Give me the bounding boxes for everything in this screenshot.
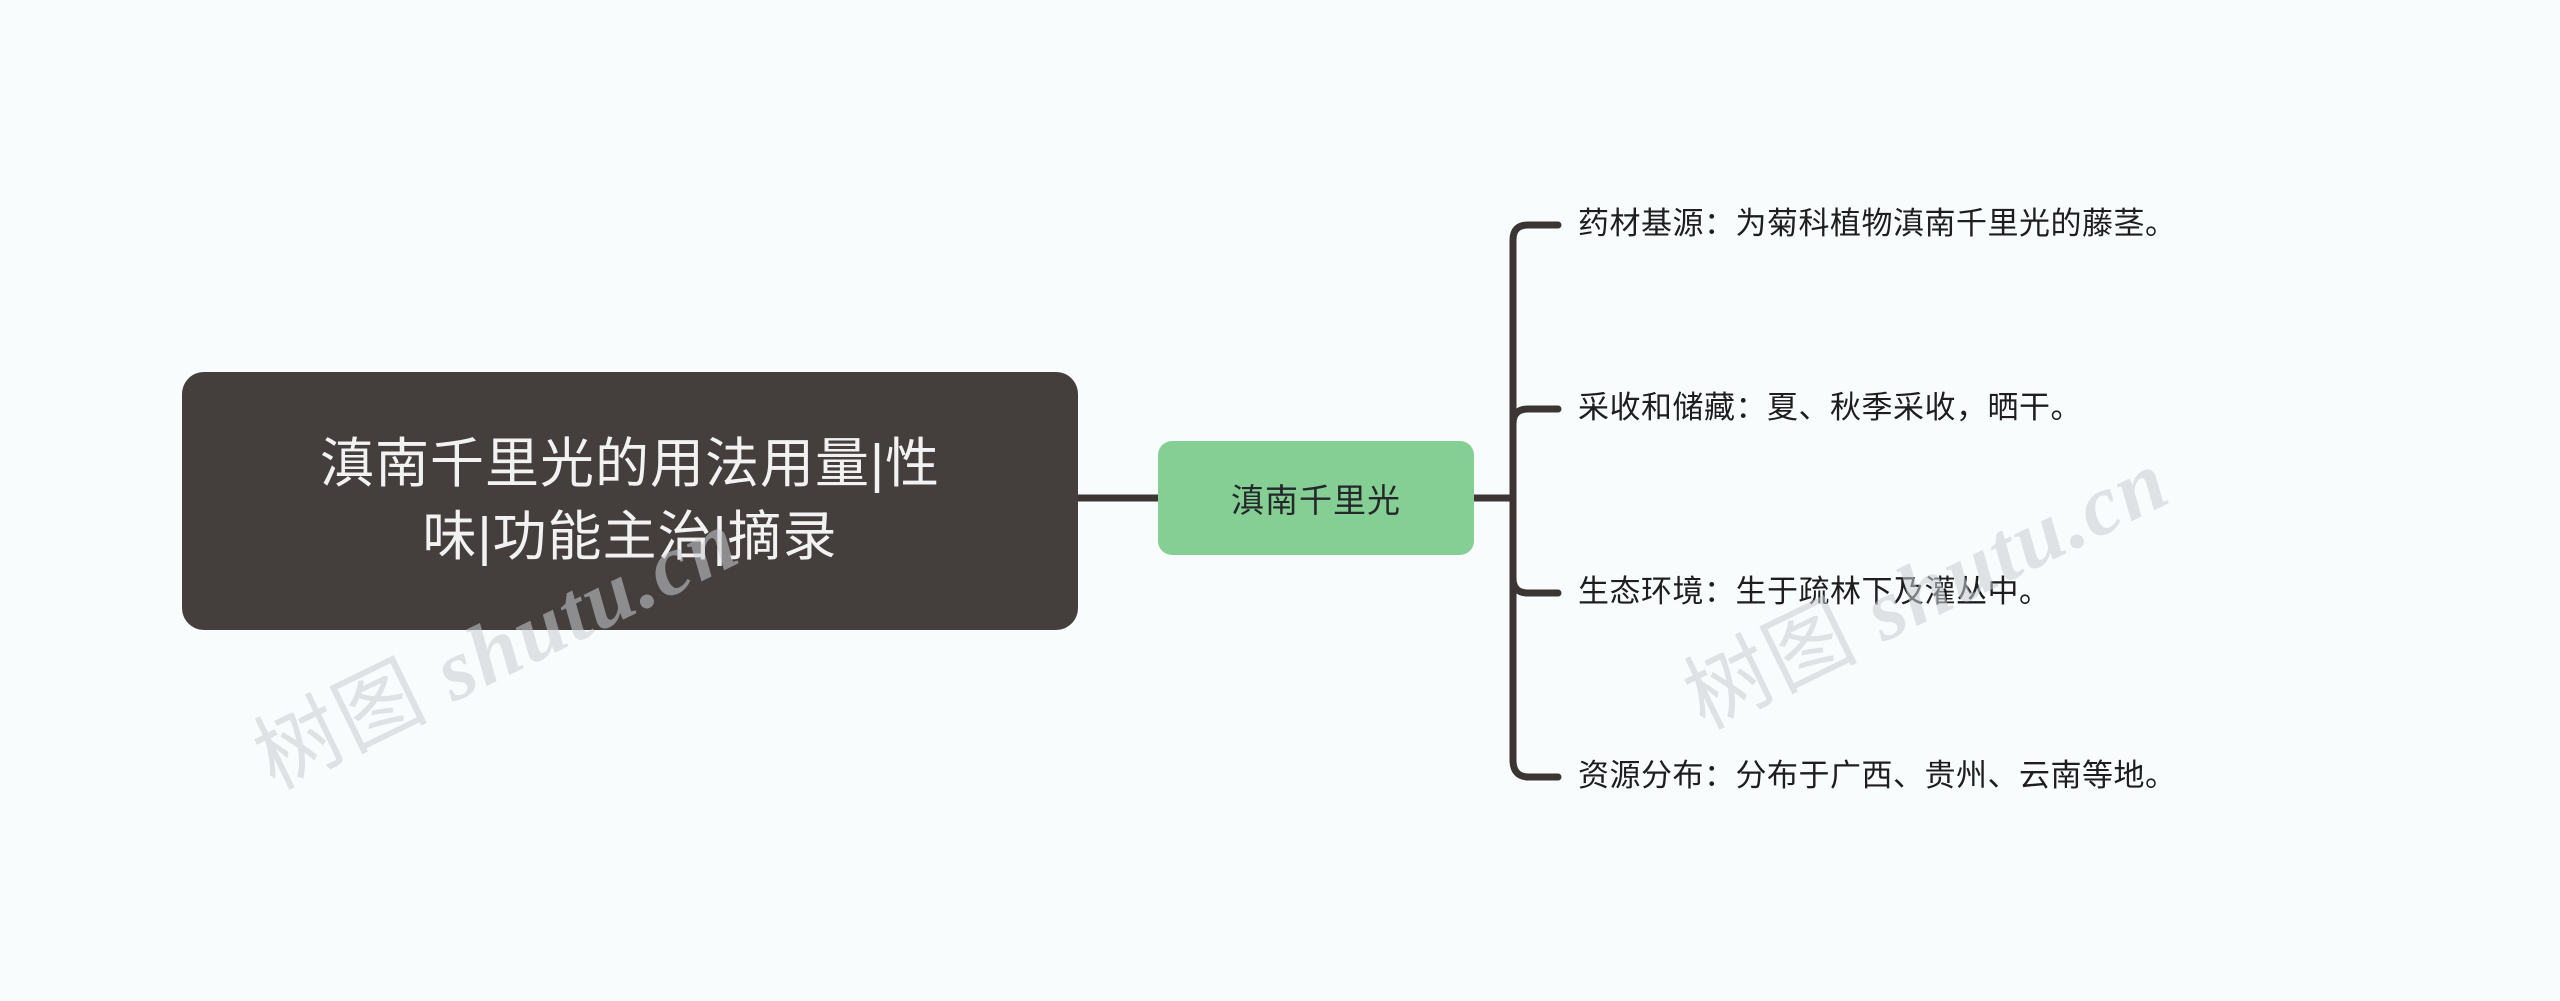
root-node[interactable]: 滇南千里光的用法用量|性 味|功能主治|摘录 bbox=[182, 372, 1078, 630]
branch-node-label: 滇南千里光 bbox=[1231, 482, 1401, 519]
leaf-node-cai-shou-he-chu-cang[interactable]: 采收和储藏：夏、秋季采收，晒干。 bbox=[1578, 390, 2082, 425]
root-node-label: 滇南千里光的用法用量|性 味|功能主治|摘录 bbox=[319, 434, 941, 567]
leaf-node-zi-yuan-fen-bu[interactable]: 资源分布：分布于广西、贵州、云南等地。 bbox=[1578, 758, 2177, 793]
leaf-node-yao-cai-ji-yuan[interactable]: 药材基源：为菊科植物滇南千里光的藤茎。 bbox=[1578, 206, 2177, 241]
connector-leaf-0 bbox=[1509, 221, 1562, 244]
leaf-node-sheng-tai-huan-jing[interactable]: 生态环境：生于疏林下及灌丛中。 bbox=[1578, 574, 2051, 609]
branch-node-dian-nan-qian-li-guang[interactable]: 滇南千里光 bbox=[1158, 441, 1474, 555]
watermark-latin-text: shutu.cn bbox=[1828, 431, 2184, 670]
connector-leaf-3 bbox=[1509, 756, 1562, 781]
connector-leaf-1 bbox=[1509, 405, 1562, 428]
connector-leaf-2 bbox=[1509, 574, 1562, 597]
